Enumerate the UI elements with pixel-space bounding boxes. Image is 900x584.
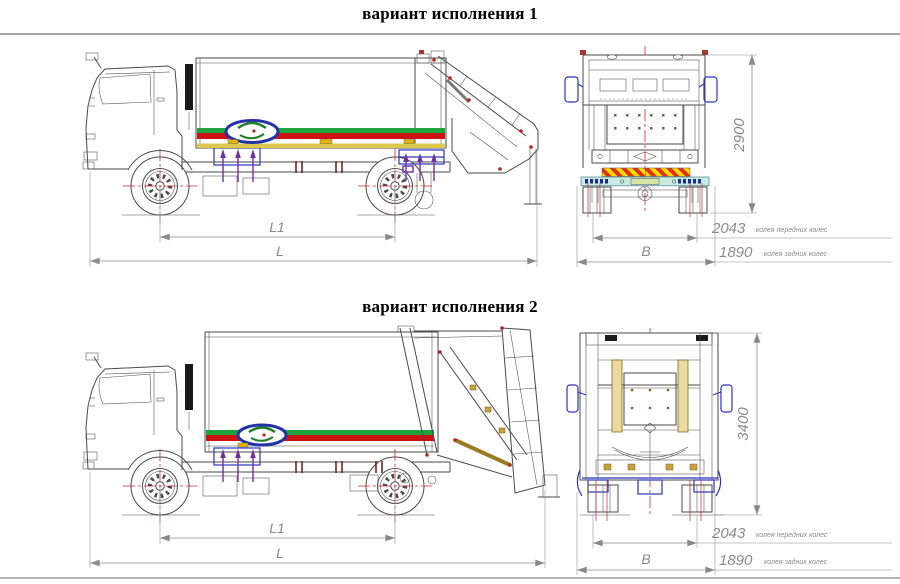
center-panel (623, 372, 677, 426)
dim-rear-track: 1890 колея задних колес (715, 552, 892, 571)
cargo-body (204, 331, 439, 453)
length-label: L (276, 545, 284, 561)
dim-overall-height: 3400 (714, 332, 762, 516)
variant-2-drawing: L1 L (0, 325, 892, 575)
top-divider (0, 33, 900, 35)
variant-2-rear-view: 3400 2043 колея передних колес B 1890 (566, 328, 892, 575)
width-label: B (641, 243, 650, 259)
wheelbase-label: L1 (269, 520, 285, 536)
dim-overall-height: 2900 (707, 54, 757, 214)
reflector-badge (403, 139, 415, 144)
body-stripes (206, 430, 434, 441)
front-track-label: колея передних колес (756, 226, 828, 234)
variant-2-title: вариант исполнения 2 (362, 297, 538, 316)
rear-bumper (580, 176, 710, 187)
body-stripes (197, 128, 445, 148)
wheelbase-label: L1 (269, 219, 285, 235)
variant-1-title: вариант исполнения 1 (362, 4, 538, 23)
cargo-body (195, 57, 447, 149)
variant-1-drawing: L1 L (0, 46, 892, 267)
reflector-badge (237, 442, 249, 448)
reflector-badge (319, 139, 333, 144)
panel-dots (630, 388, 670, 410)
rear-dual-wheels (580, 480, 724, 521)
rear-track-label: колея задних колес (764, 558, 828, 566)
dim-front-track: 2043 колея передних колес (592, 213, 892, 243)
rear-dual-wheels (582, 183, 708, 217)
mirrors (566, 384, 733, 413)
guide-roller (414, 190, 434, 210)
rear-track-value: 1890 (719, 552, 753, 569)
variant-2-side-view: L1 L (83, 325, 560, 568)
rear-track-label: колея задних колес (764, 250, 828, 258)
hydraulic-unit-rear (398, 149, 445, 181)
height-value: 3400 (735, 407, 752, 441)
dim-overall-length: L (89, 472, 546, 568)
brand-logo (236, 423, 288, 447)
brand-logo (224, 119, 280, 144)
mirrors (564, 76, 718, 103)
reflector-badge (227, 139, 239, 144)
tailgate-manipulator (397, 325, 560, 498)
dim-overall-width: B (576, 492, 716, 575)
length-label: L (276, 243, 284, 259)
license-plate (630, 178, 660, 185)
underbody-equipment (349, 461, 437, 492)
tailgate-loader (414, 50, 542, 210)
dim-overall-width: B (576, 186, 716, 267)
front-track-label: колея передних колес (756, 531, 828, 539)
dim-wheelbase: L1 (159, 486, 396, 544)
lift-cylinder-left (611, 359, 623, 433)
variant-1-rear-view: 2900 2043 колея передних колес B 1890 (564, 46, 892, 267)
rear-track-value: 1890 (719, 244, 753, 261)
front-track-value: 2043 (711, 525, 746, 542)
dim-wheelbase: L1 (159, 186, 396, 243)
bottom-divider (0, 577, 900, 579)
dim-front-track: 2043 колея передних колес (592, 515, 892, 548)
front-track-value: 2043 (711, 220, 746, 237)
height-value: 2900 (731, 118, 748, 153)
bolt-dots (614, 114, 677, 130)
dim-overall-length: L (89, 150, 538, 267)
variant-1-side-view: L1 L (83, 50, 542, 267)
lift-cylinder-right (677, 359, 689, 433)
width-label: B (641, 551, 650, 567)
hazard-stripe-panel (601, 167, 691, 177)
dim-rear-track: 1890 колея задних колес (715, 244, 892, 263)
